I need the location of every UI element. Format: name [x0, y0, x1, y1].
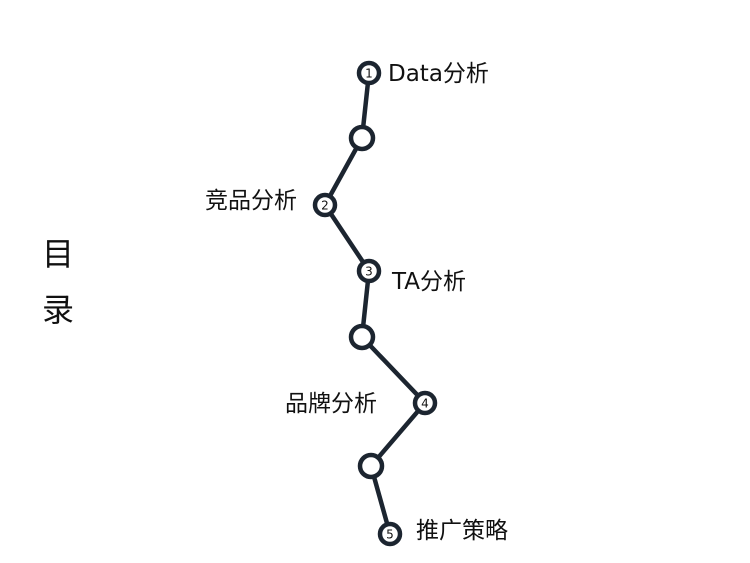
step-number: 2: [321, 199, 329, 213]
step-node-2: 2: [312, 192, 338, 218]
step-label-3: TA分析: [392, 269, 466, 295]
intermediate-node: [348, 323, 376, 351]
intermediate-node: [348, 124, 376, 152]
step-label-4: 品牌分析: [285, 391, 377, 417]
step-label-2: 竞品分析: [205, 188, 297, 214]
step-label-1: Data分析: [388, 61, 489, 87]
step-number: 4: [421, 397, 429, 411]
step-number: 1: [365, 67, 373, 81]
step-number: 3: [365, 265, 373, 279]
step-node-5: 5: [377, 521, 403, 547]
step-node-3: 3: [356, 258, 382, 284]
page-title: 目录: [41, 235, 74, 329]
step-number: 5: [386, 528, 394, 542]
step-node-1: 1: [356, 60, 382, 86]
step-label-5: 推广策略: [416, 518, 508, 544]
step-node-4: 4: [412, 390, 438, 416]
intermediate-node: [357, 452, 385, 480]
